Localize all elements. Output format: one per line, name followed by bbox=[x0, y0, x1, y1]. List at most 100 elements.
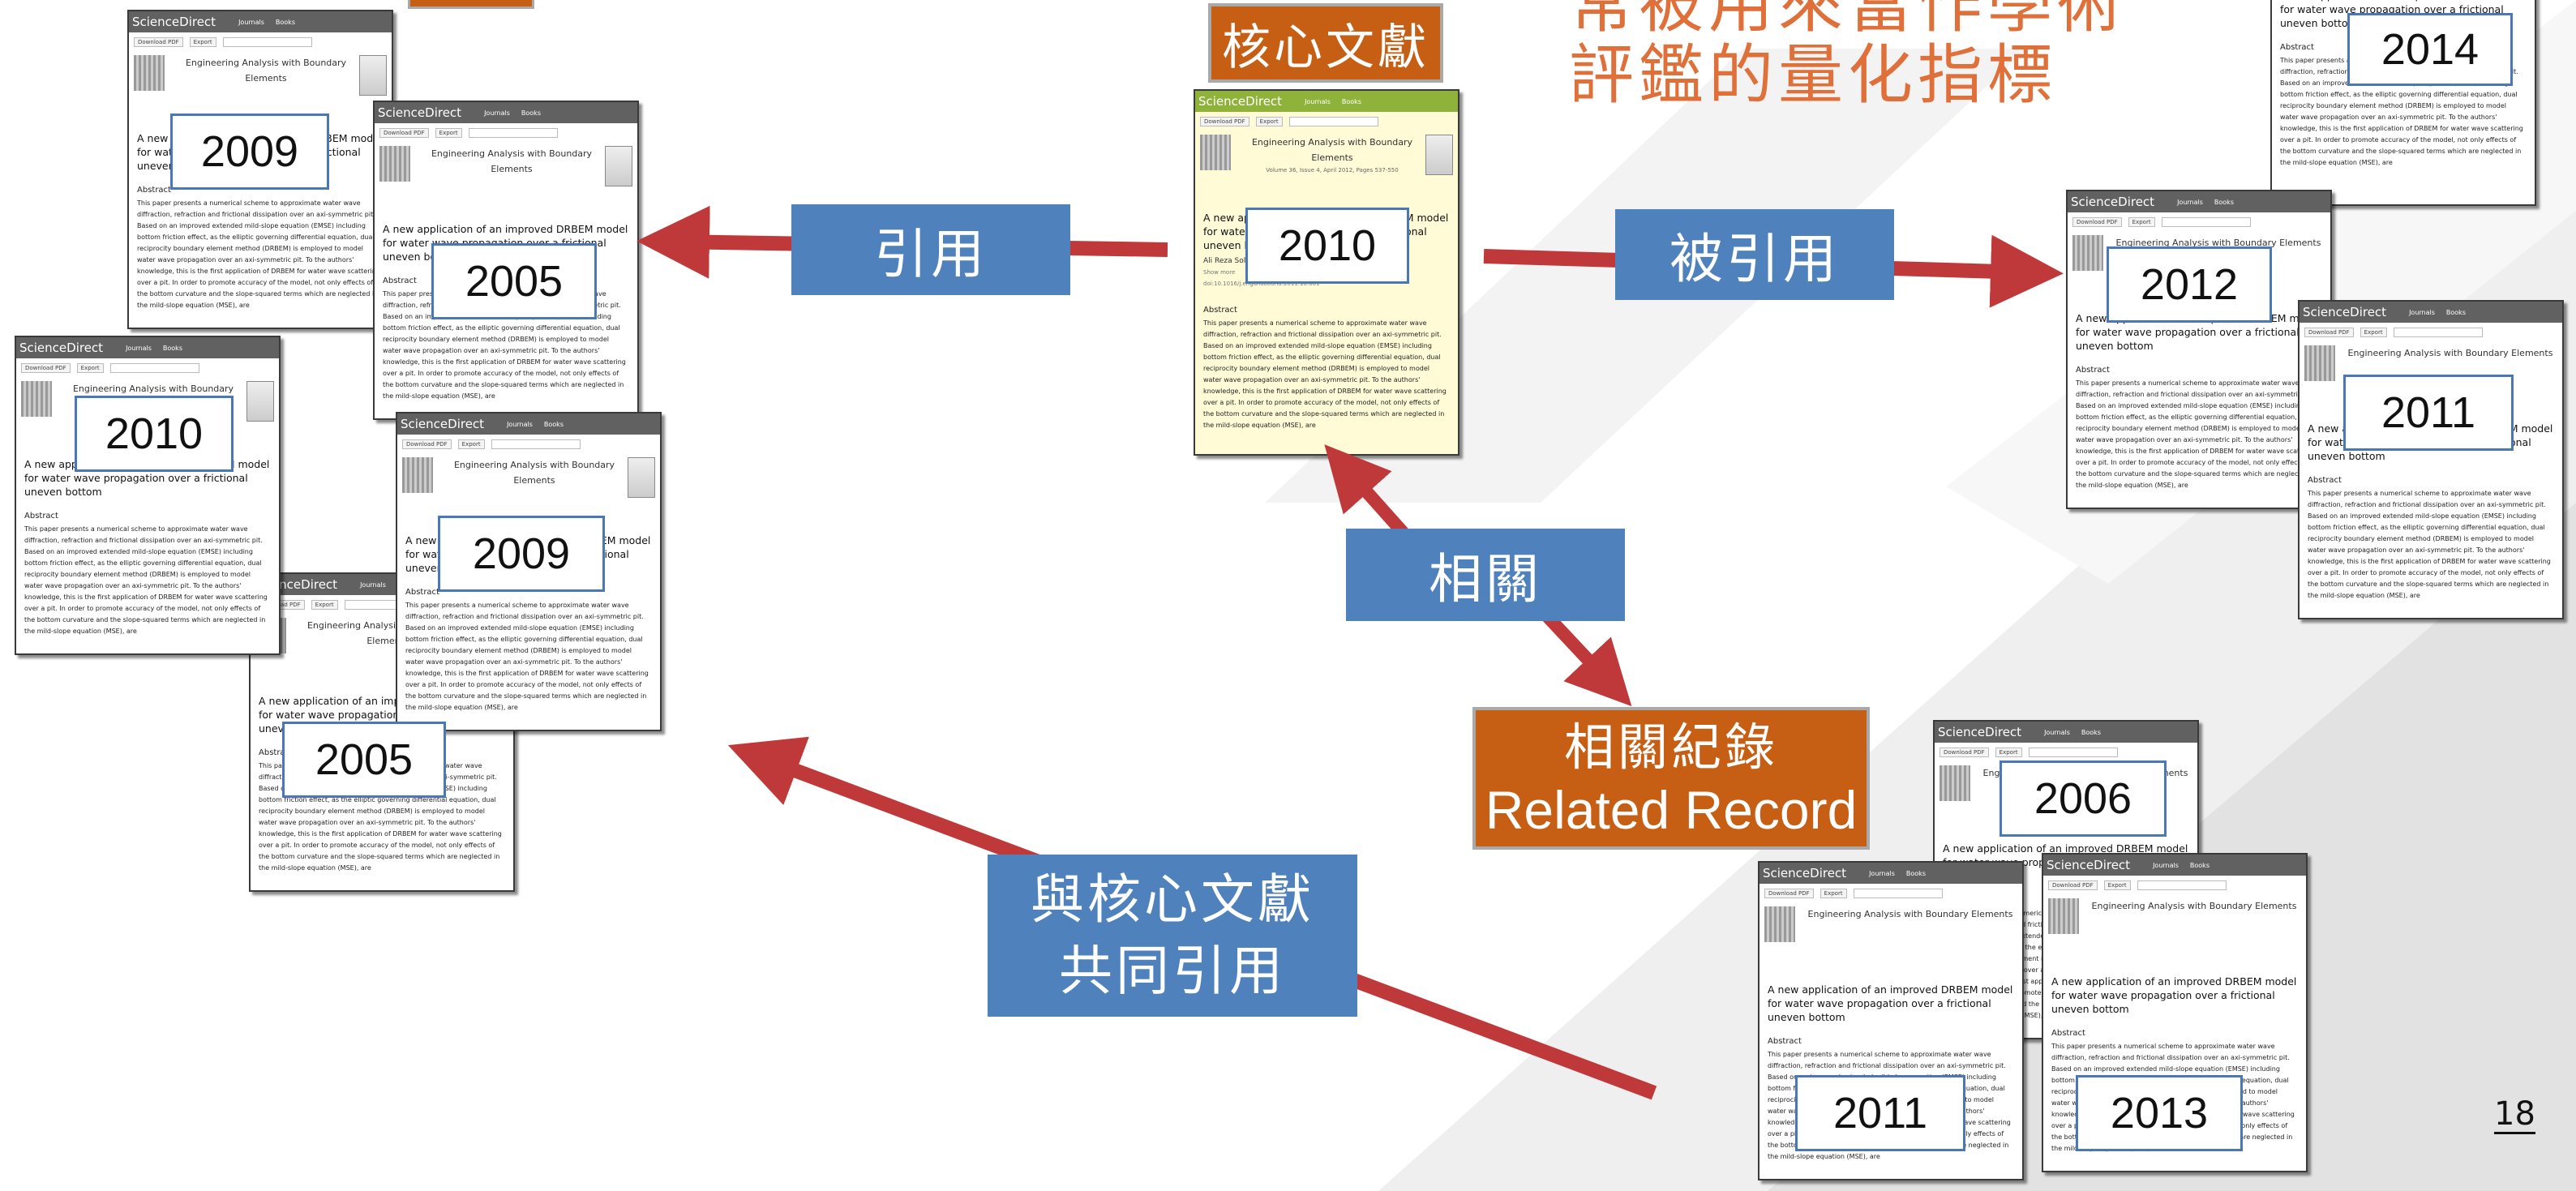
search-input[interactable] bbox=[2137, 880, 2227, 890]
year-box-right-3: 2011 bbox=[2343, 375, 2514, 451]
books-link[interactable]: Books bbox=[275, 18, 295, 26]
export-button[interactable]: Export bbox=[1255, 117, 1283, 126]
orange-box-fragment bbox=[408, 0, 534, 9]
article-title: A new application of an improved DRBEM m… bbox=[1768, 983, 2013, 1023]
books-link[interactable]: Books bbox=[1905, 869, 1926, 877]
download-pdf-button[interactable]: Download PDF bbox=[1940, 748, 1989, 757]
core-literature-text: 核心文獻 bbox=[1222, 19, 1429, 76]
books-link[interactable]: Books bbox=[1341, 97, 1361, 105]
download-pdf-button[interactable]: Download PDF bbox=[402, 439, 452, 449]
export-button[interactable]: Export bbox=[76, 363, 104, 373]
brand-label: ScienceDirect bbox=[132, 15, 216, 29]
abstract-text: This paper presents a numerical scheme t… bbox=[2308, 490, 2551, 599]
search-input[interactable] bbox=[2028, 748, 2118, 757]
download-pdf-button[interactable]: Download PDF bbox=[2072, 217, 2122, 227]
abstract-text: This paper presents a numerical scheme t… bbox=[2076, 379, 2319, 489]
books-link[interactable]: Books bbox=[162, 344, 182, 352]
journals-link[interactable]: Journals bbox=[507, 420, 533, 428]
cites-label: 引用 bbox=[791, 204, 1070, 295]
journal-name: Engineering Analysis with Boundary Eleme… bbox=[2115, 238, 2321, 248]
cited-by-label: 被引用 bbox=[1615, 209, 1894, 300]
co-cited-line-2: 共同引用 bbox=[1059, 940, 1286, 1002]
brand-label: ScienceDirect bbox=[2047, 858, 2131, 872]
journals-link[interactable]: Journals bbox=[2177, 198, 2203, 206]
elsevier-logo-icon bbox=[2304, 345, 2335, 381]
journal-name: Engineering Analysis with Boundary Eleme… bbox=[1807, 909, 2013, 919]
co-cited-label: 與核心文獻 共同引用 bbox=[988, 855, 1357, 1017]
export-button[interactable]: Export bbox=[2128, 217, 2155, 227]
journal-name: Engineering Analysis with Boundary Eleme… bbox=[453, 460, 615, 486]
search-input[interactable] bbox=[1853, 889, 1943, 898]
elsevier-logo-icon bbox=[402, 457, 433, 493]
related-label: 相關 bbox=[1346, 529, 1625, 621]
journal-name: Engineering Analysis with Boundary Eleme… bbox=[431, 148, 593, 174]
export-button[interactable]: Export bbox=[311, 600, 338, 610]
article-title: A new application of an improved DRBEM m… bbox=[2051, 975, 2297, 1015]
year-box-left-4: 2009 bbox=[438, 516, 605, 592]
search-input[interactable] bbox=[109, 363, 199, 373]
books-link[interactable]: Books bbox=[2445, 308, 2466, 316]
search-input[interactable] bbox=[468, 128, 558, 138]
download-pdf-button[interactable]: Download PDF bbox=[134, 37, 183, 47]
search-input[interactable] bbox=[491, 439, 581, 449]
export-button[interactable]: Export bbox=[1995, 748, 2022, 757]
download-pdf-button[interactable]: Download PDF bbox=[379, 128, 429, 138]
download-pdf-button[interactable]: Download PDF bbox=[1200, 117, 1249, 126]
related-record-en: Related Record bbox=[1485, 780, 1858, 840]
abstract-heading: Abstract bbox=[2280, 43, 2314, 52]
journal-name: Engineering Analysis with Boundary Eleme… bbox=[185, 58, 347, 84]
elsevier-logo-icon bbox=[134, 55, 165, 91]
download-pdf-button[interactable]: Download PDF bbox=[2048, 880, 2098, 890]
brand-label: ScienceDirect bbox=[378, 105, 462, 120]
elsevier-logo-icon bbox=[379, 146, 410, 182]
download-pdf-button[interactable]: Download PDF bbox=[1764, 889, 1814, 898]
export-button[interactable]: Export bbox=[189, 37, 216, 47]
related-record-zh: 相關紀錄 bbox=[1563, 718, 1778, 777]
search-input[interactable] bbox=[2161, 217, 2251, 227]
journals-link[interactable]: Journals bbox=[1305, 97, 1331, 105]
brand-label: ScienceDirect bbox=[1198, 94, 1283, 109]
journals-link[interactable]: Journals bbox=[2044, 728, 2070, 736]
article-title: A new application of an improved DRBEM m… bbox=[2280, 0, 2525, 29]
heading-line-1: 常被用來當作學術 bbox=[1569, 0, 2127, 41]
year-box-bottom-1: 2006 bbox=[2000, 760, 2167, 837]
abstract-heading: Abstract bbox=[1768, 1037, 1802, 1046]
brand-label: ScienceDirect bbox=[1938, 725, 2022, 739]
books-link[interactable]: Books bbox=[2081, 728, 2101, 736]
journal-cover-icon bbox=[359, 55, 387, 96]
journal-cover-icon bbox=[1425, 135, 1453, 175]
journals-link[interactable]: Journals bbox=[484, 109, 510, 117]
journals-link[interactable]: Journals bbox=[238, 18, 264, 26]
search-input[interactable] bbox=[1288, 117, 1378, 126]
download-pdf-button[interactable]: Download PDF bbox=[21, 363, 71, 373]
export-button[interactable]: Export bbox=[2360, 328, 2387, 337]
books-link[interactable]: Books bbox=[2189, 861, 2210, 869]
search-input[interactable] bbox=[2393, 328, 2483, 337]
books-link[interactable]: Books bbox=[2214, 198, 2234, 206]
export-button[interactable]: Export bbox=[457, 439, 485, 449]
download-pdf-button[interactable]: Download PDF bbox=[2304, 328, 2354, 337]
journal-cover-icon bbox=[628, 457, 655, 498]
journal-cover-icon bbox=[605, 146, 632, 186]
search-input[interactable] bbox=[222, 37, 312, 47]
journals-link[interactable]: Journals bbox=[126, 344, 152, 352]
abstract-heading: Abstract bbox=[24, 512, 58, 521]
year-box-bottom-3: 2013 bbox=[2076, 1075, 2243, 1151]
journals-link[interactable]: Journals bbox=[2409, 308, 2435, 316]
core-literature-label: 核心文獻 bbox=[1208, 3, 1443, 83]
year-box-bottom-2: 2011 bbox=[1795, 1075, 1965, 1151]
export-button[interactable]: Export bbox=[1819, 889, 1847, 898]
year-box-left-5: 2005 bbox=[282, 722, 446, 798]
abstract-heading: Abstract bbox=[383, 276, 417, 285]
abstract-heading: Abstract bbox=[259, 748, 293, 757]
books-link[interactable]: Books bbox=[521, 109, 541, 117]
journals-link[interactable]: Journals bbox=[1869, 869, 1895, 877]
journals-link[interactable]: Journals bbox=[360, 581, 386, 589]
books-link[interactable]: Books bbox=[543, 420, 564, 428]
export-button[interactable]: Export bbox=[435, 128, 462, 138]
journals-link[interactable]: Journals bbox=[2153, 861, 2179, 869]
export-button[interactable]: Export bbox=[2103, 880, 2131, 890]
